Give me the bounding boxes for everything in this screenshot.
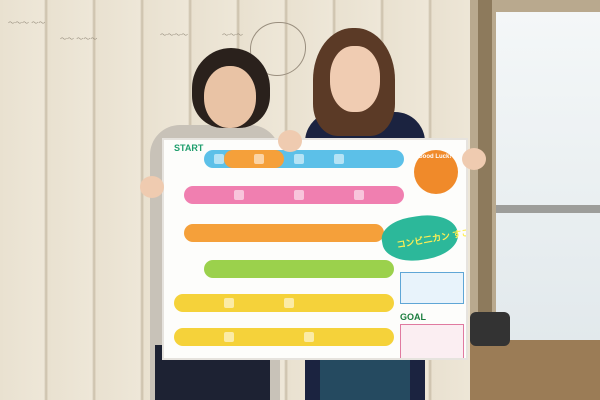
good-luck-text: Good Luck! — [418, 154, 452, 160]
wall-drawing — [250, 22, 306, 76]
board-path-third — [184, 224, 384, 242]
board-square — [304, 332, 314, 342]
wall-doodle: ～～ ～～～ — [60, 35, 98, 43]
board-square — [224, 298, 234, 308]
board-square — [294, 190, 304, 200]
board-square — [294, 154, 304, 164]
board-square — [214, 154, 224, 164]
hand-left — [140, 176, 164, 198]
good-luck-circle — [414, 150, 458, 194]
info-panel — [400, 272, 464, 304]
window-sill — [470, 340, 600, 400]
board-square — [334, 154, 344, 164]
hand-middle — [278, 130, 302, 152]
board-square — [254, 154, 264, 164]
board-path-bottom — [174, 328, 394, 346]
window-trim — [478, 0, 492, 400]
wall-doodle: ～～～ ～～ — [8, 19, 46, 27]
board-square — [234, 190, 244, 200]
board-square — [284, 298, 294, 308]
window-glass — [496, 12, 600, 342]
wall-doodle: ～～～ — [222, 31, 243, 39]
dark-object — [470, 312, 510, 346]
window-bar — [496, 205, 600, 213]
goal-label: GOAL — [400, 312, 426, 322]
wall-doodle: ～～～～ — [160, 31, 188, 39]
board-square — [354, 190, 364, 200]
person-right-legs — [320, 355, 410, 400]
person-right-face — [330, 46, 380, 112]
person-left-face — [204, 66, 256, 128]
board-path-fourth — [204, 260, 394, 278]
board-game-poster: START Good Luck! コンビ二カン すごろく GOAL — [162, 138, 468, 360]
goal-panel — [400, 324, 464, 358]
start-label: START — [174, 143, 204, 153]
board-square — [224, 332, 234, 342]
hand-right — [462, 148, 486, 170]
